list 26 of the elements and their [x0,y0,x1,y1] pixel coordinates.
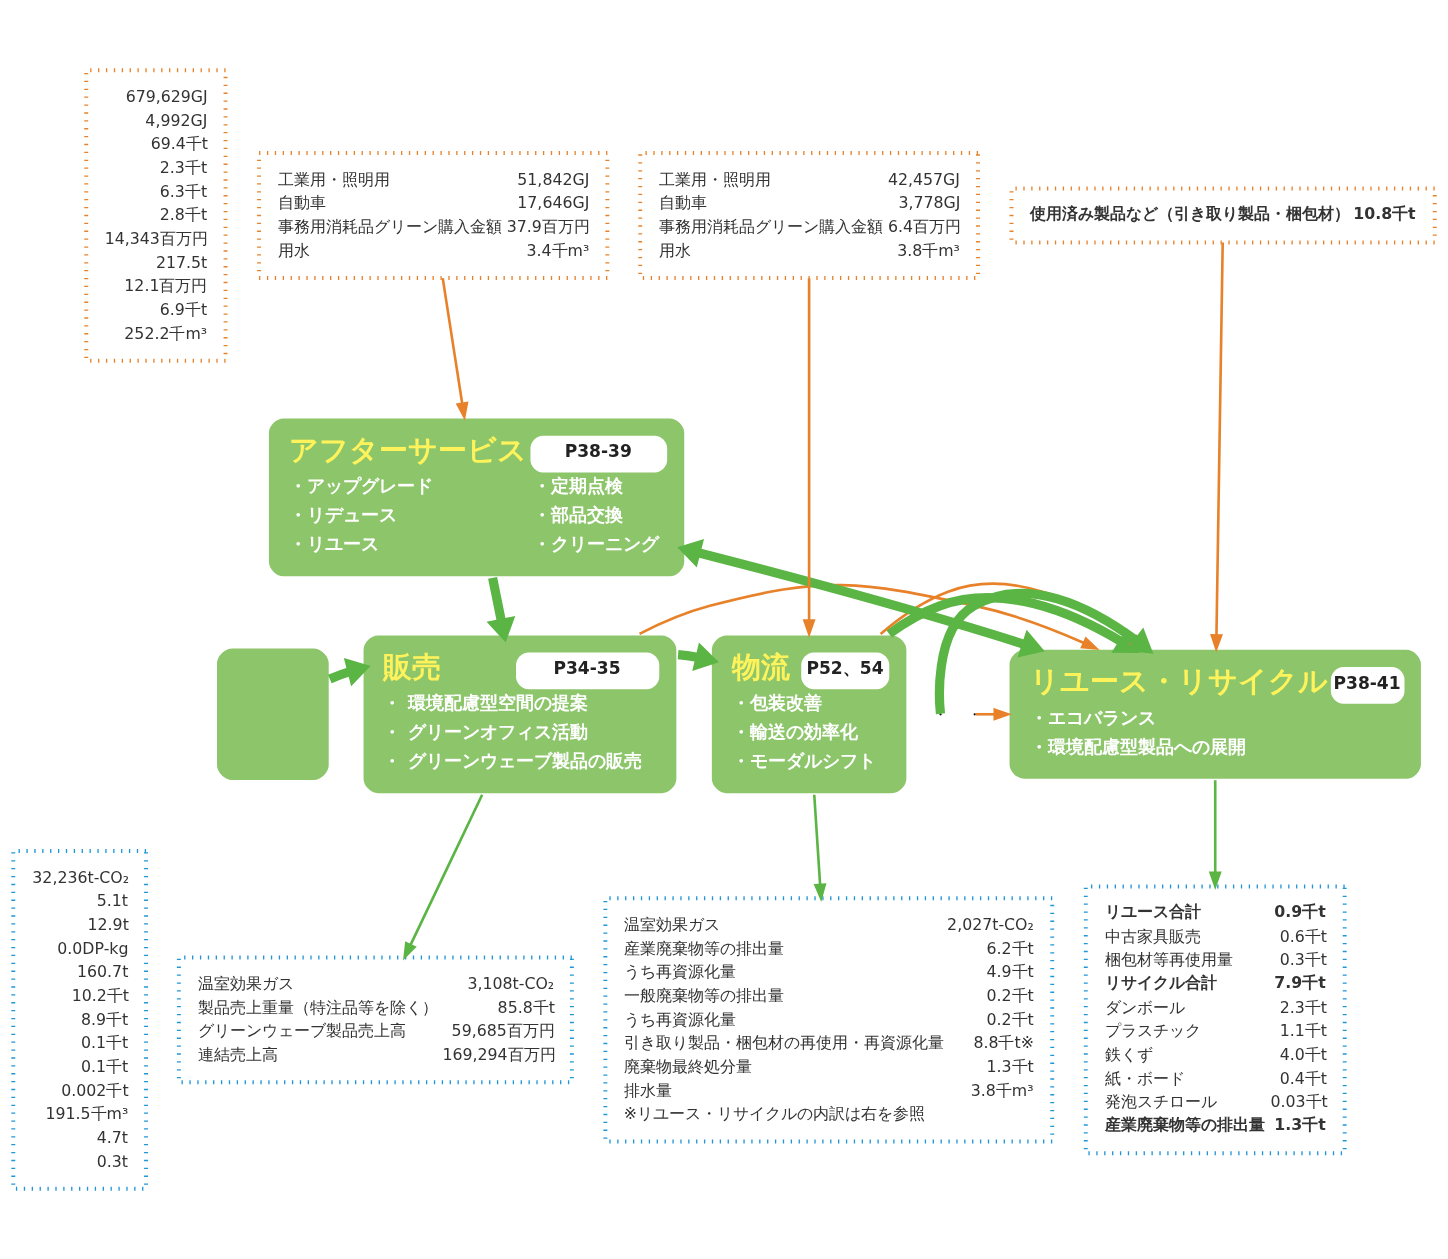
node-box: 32,236t-CO₂ 5.1t 12.9t 0.0DP-kg 160.7t 10.2千t 8.9千t 0.1千t 0.1千t 0.002千t 191.5千m³ 4.7t 0.3t [11,849,148,1191]
arrow [638,583,1100,651]
arrow [486,576,516,643]
node-box: アフターサービス P38-39 ・アップグレード ・定期点検 ・リデュース ・部品交換 ・リユース ・クリーニング [266,415,687,579]
node-box: 工業用・照明用 51,842GJ 自動車 17,646GJ 事務用消耗品グリーン購入金額 37.9百万円 用水 3.4千m³ [257,151,610,280]
node-box: 温室効果ガス 2,027t-CO₂ 産業廃棄物等の排出量 6.2千t うち再資源化量 4.9千t 一般廃棄物等の排出量 0.2千t うち再資源化量 0.2千t 引き取り製品・梱包材の再使用・再資源化量 8.8千t※ 廃棄物最終処分量 1.3千t 排水量 3.8千m³ ※リユース・リサイクルの内訳は右を参照 [603,896,1055,1144]
arrow [975,707,1012,721]
arrow [802,278,816,638]
node-box: リユース合計 0.9千t 中古家具販売 0.6千t 梱包材等再使用量 0.3千t リサイクル合計 7.9千t ダンボール 2.3千t プラスチック 1.1千t 鉄くず 4.0千t 紙・ボード 0.4千t 発泡スチロール 0.03千t 産業廃棄物等の排出量 1.3千t [1083,884,1347,1156]
arrow [1208,780,1222,891]
arrow [441,277,469,421]
node-box: リユース・リサイクル P38-41 ・エコバランス ・環境配慮型製品への展開 [1006,647,1424,782]
node-box: 工業用・照明用 42,457GJ 自動車 3,778GJ 事務用消耗品グリーン購入金額 6.4百万円 用水 3.8千m³ [638,151,980,280]
arrow [328,657,371,687]
node-box: 使用済み製品など（引き取り製品・梱包材） 10.8千t [1009,186,1437,245]
arrow [677,642,719,672]
arrow [677,539,1045,658]
arrow [812,794,827,903]
arrow [1210,242,1225,653]
node-box: 販売 P34-35 ・ 環境配慮型空間の提案 ・ グリーンオフィス活動 ・ グリーンウェーブ製品の販売 [360,632,679,796]
node-box: 679,629GJ 4,992GJ 69.4千t 2.3千t 6.3千t 2.8千t 14,343百万円 217.5t 12.1百万円 6.9千t 252.2千m³ [84,68,228,363]
node-box: 温室効果ガス 3,108t-CO₂ 製品売上重量（特注品等を除く） 85.8千t グリーンウェーブ製品売上高 59,685百万円 連結売上高 169,294百万円 [176,955,574,1085]
node-box [215,647,331,782]
node-box: 物流 P52、54 ・包装改善 ・輸送の効率化 ・モーダルシフト [709,632,909,796]
arrow [934,589,1154,715]
arrow [403,794,484,961]
